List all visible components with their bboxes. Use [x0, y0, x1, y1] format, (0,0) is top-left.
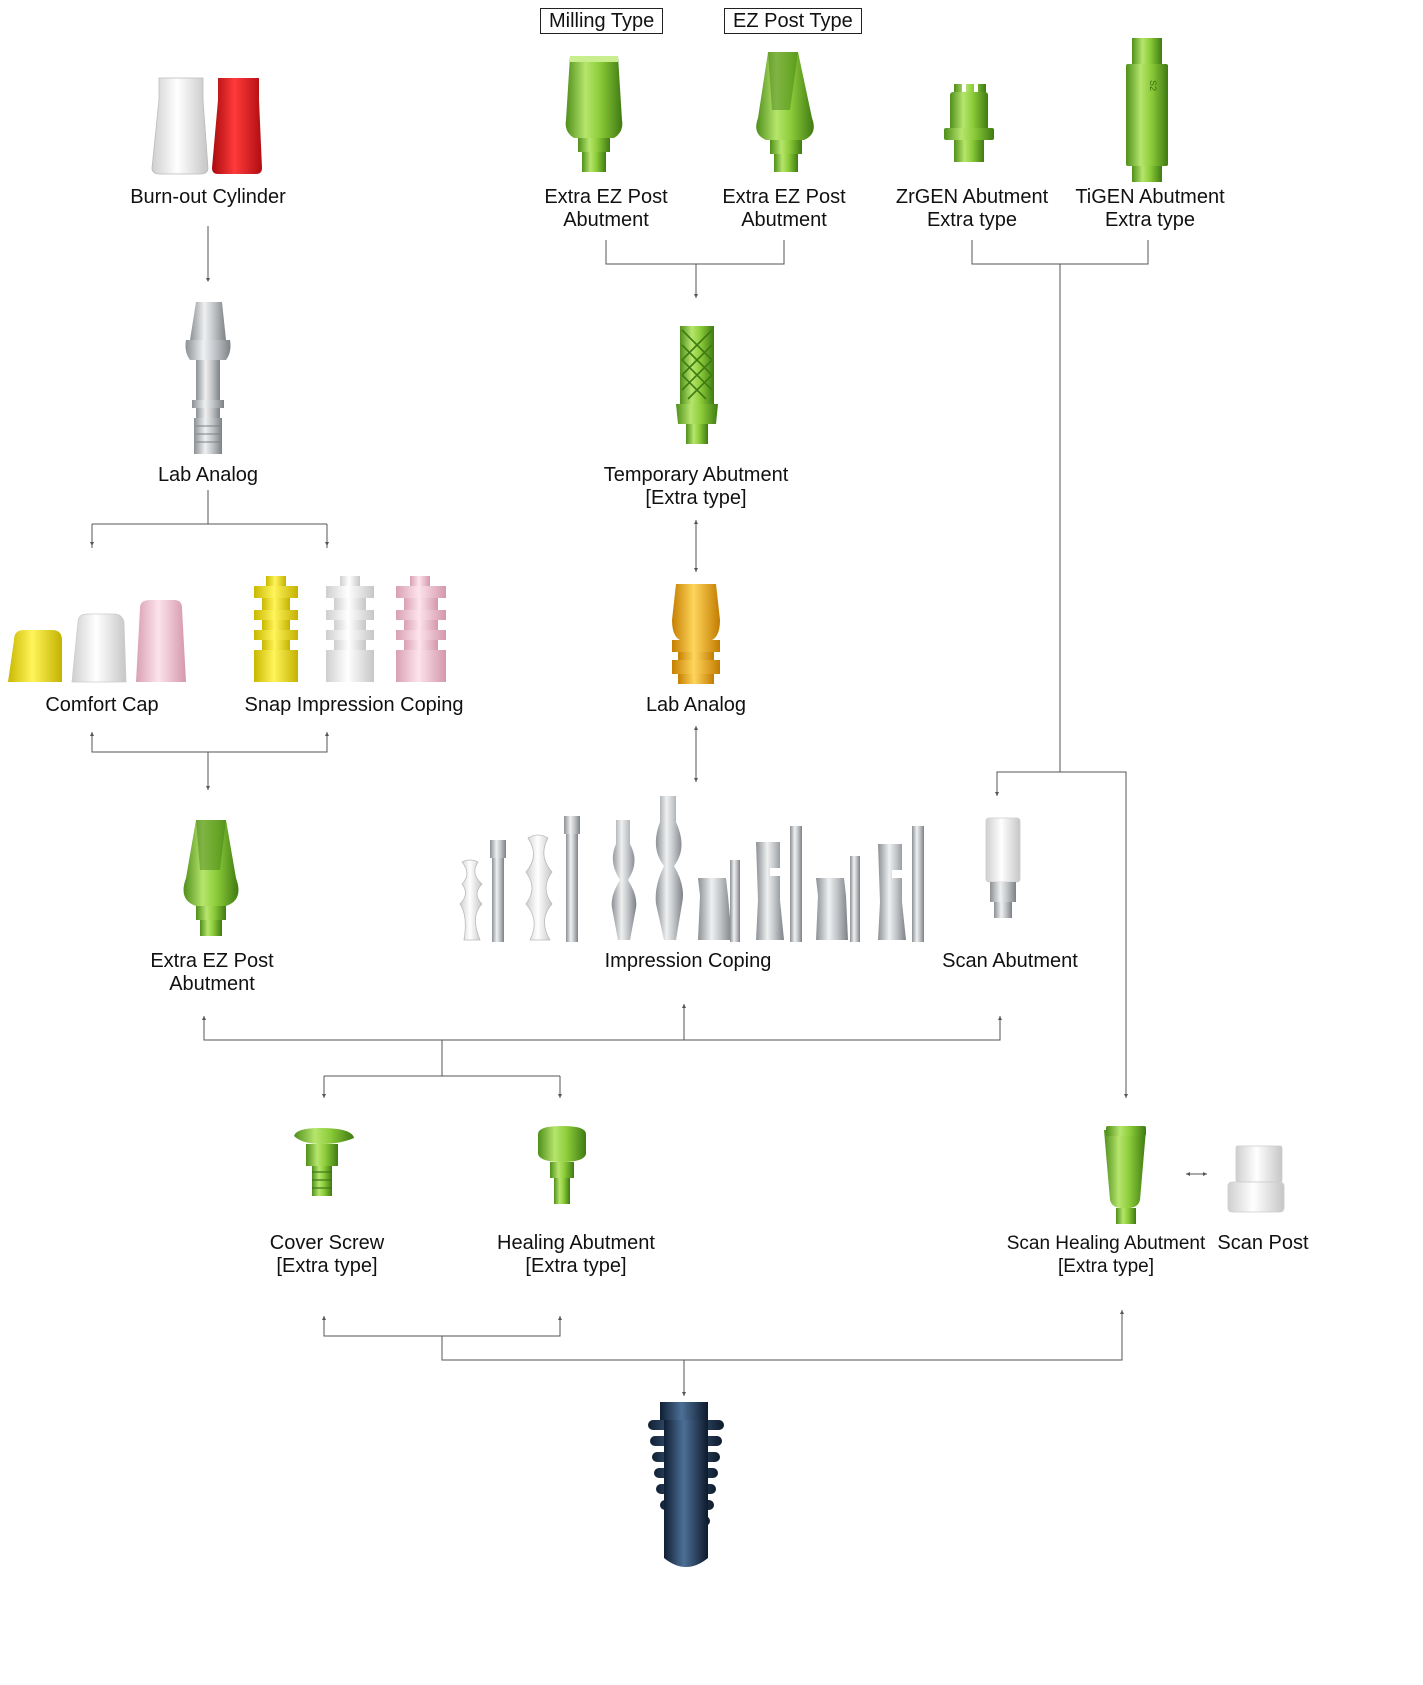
label-lab-analog-mid: Lab Analog	[645, 694, 747, 716]
label-scan-abutment: Scan Abutment	[942, 950, 1078, 972]
snap-coping-icon	[254, 576, 446, 682]
label-comfort-cap: Comfort Cap	[45, 694, 159, 716]
lab-analog-icon	[185, 302, 231, 454]
label-cover-screw: Cover Screw[Extra type]	[269, 1232, 385, 1277]
implant-icon	[648, 1402, 724, 1567]
abutment-icon-left	[183, 820, 239, 936]
impression-coping-icon	[459, 796, 924, 942]
comfort-cap-icon	[8, 600, 186, 683]
connector-lines	[91, 226, 1207, 1396]
temporary-abutment-icon	[676, 326, 718, 444]
healing-abutment-icon	[538, 1126, 586, 1204]
label-burnout-cylinder: Burn-out Cylinder	[130, 186, 286, 208]
scan-healing-abutment-icon	[1104, 1126, 1146, 1224]
label-scan-healing-abutment: Scan Healing Abutment[Extra type]	[1006, 1233, 1206, 1277]
label-healing-abutment: Healing Abutment[Extra type]	[497, 1232, 655, 1277]
milling-type-header: Milling Type	[540, 8, 664, 34]
connector-arrowheads	[90, 278, 1207, 1396]
label-temporary-abutment: Temporary Abutment[Extra type]	[603, 464, 789, 509]
label-lab-analog-left: Lab Analog	[157, 464, 259, 486]
abutment-icon-ezpost	[756, 52, 814, 172]
scan-post-icon	[1227, 1145, 1285, 1213]
burnout-cylinder-icon	[151, 77, 262, 175]
label-snap-impression-coping: Snap Impression Coping	[244, 694, 464, 716]
tigen-abutment-icon: S2	[1126, 38, 1168, 182]
scan-abutment-icon	[985, 817, 1021, 918]
ez-post-type-header: EZ Post Type	[724, 8, 862, 34]
label-impression-coping: Impression Coping	[604, 950, 772, 972]
zrgen-abutment-icon	[944, 84, 994, 162]
lab-analog-gold-icon	[672, 584, 720, 684]
cover-screw-icon	[294, 1128, 354, 1196]
abutment-icon-milling	[565, 56, 623, 172]
svg-text:S2: S2	[1148, 80, 1158, 91]
label-scan-post: Scan Post	[1217, 1232, 1309, 1254]
